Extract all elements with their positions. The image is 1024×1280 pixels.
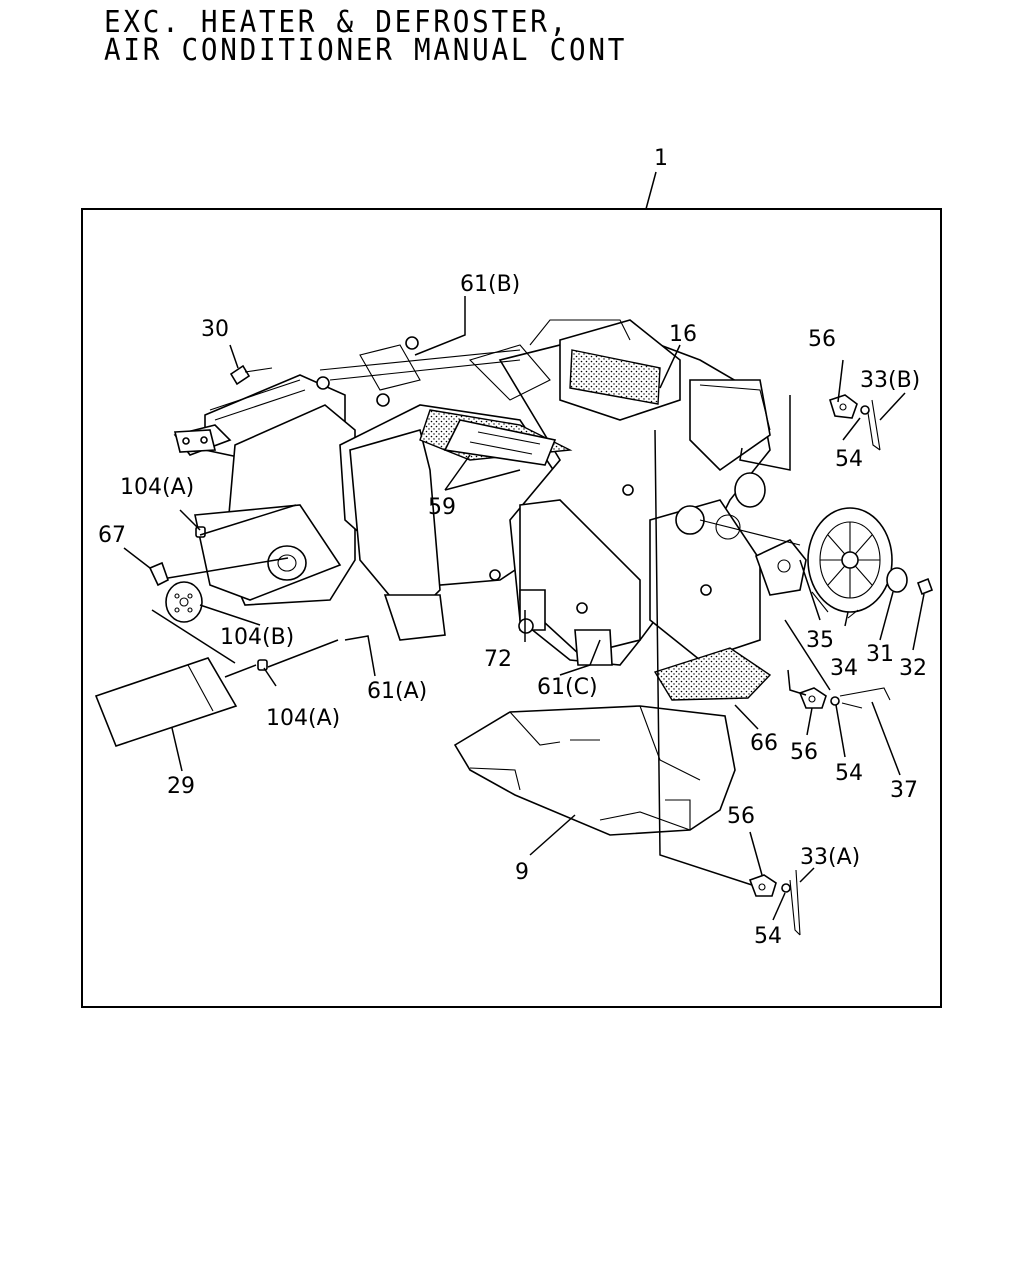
label-31: 31 <box>866 642 894 667</box>
part-31-cap <box>886 567 908 593</box>
assembly-leader <box>645 171 657 210</box>
part-29-cover <box>94 657 238 747</box>
part-16-filter <box>569 349 661 405</box>
label-33a: 33(A) <box>800 845 860 870</box>
label-72: 72 <box>484 647 512 672</box>
part-104b-motor <box>165 581 203 623</box>
part-9-duct <box>453 705 736 836</box>
label-assembly-1: 1 <box>654 146 668 171</box>
label-30: 30 <box>201 317 229 342</box>
label-61b: 61(B) <box>460 272 520 297</box>
part-33a-rod <box>789 869 801 936</box>
label-104a-top: 104(A) <box>120 475 194 500</box>
label-104a-bottom: 104(A) <box>266 706 340 731</box>
label-56-middle: 56 <box>790 740 818 765</box>
label-54-middle: 54 <box>835 761 863 786</box>
label-29: 29 <box>167 774 195 799</box>
part-30-screw <box>229 364 273 386</box>
part-59-filter <box>419 409 573 466</box>
label-66: 66 <box>750 731 778 756</box>
part-54-pin-middle <box>830 696 840 706</box>
label-61a: 61(A) <box>367 679 427 704</box>
part-67-connector <box>148 561 169 587</box>
label-32: 32 <box>899 656 927 681</box>
part-104a-bottom <box>257 659 268 671</box>
label-54-top: 54 <box>835 447 863 472</box>
label-56-top: 56 <box>808 327 836 352</box>
label-61c: 61(C) <box>537 675 598 700</box>
part-33b-rod <box>867 399 881 451</box>
label-67: 67 <box>98 523 126 548</box>
diagram-title-line-2: AIR CONDITIONER MANUAL CONT <box>104 33 628 68</box>
part-66-filter <box>653 647 772 701</box>
part-56-clip-top <box>829 394 858 419</box>
assembly-frame <box>81 208 942 1008</box>
damper-link <box>675 472 801 546</box>
label-104b: 104(B) <box>220 625 294 650</box>
label-34: 34 <box>830 656 858 681</box>
part-56-clip-middle <box>798 687 827 709</box>
label-35: 35 <box>806 628 834 653</box>
part-35-actuator <box>755 539 807 596</box>
leader-lines <box>123 296 925 921</box>
part-37-rod <box>839 687 891 709</box>
label-16: 16 <box>669 322 697 347</box>
label-59: 59 <box>428 495 456 520</box>
part-54-pin-top <box>860 405 870 415</box>
label-56-bottom: 56 <box>727 804 755 829</box>
label-33b: 33(B) <box>860 368 920 393</box>
label-9: 9 <box>515 860 529 885</box>
part-32-screw <box>916 577 934 596</box>
part-54-pin-bottom <box>781 883 791 893</box>
label-37: 37 <box>890 778 918 803</box>
part-34-mode-wheel <box>807 507 893 619</box>
label-54-bottom: 54 <box>754 924 782 949</box>
heater-unit-housing <box>173 319 771 666</box>
part-56-clip-bottom <box>748 874 777 897</box>
diagram-title-line-1: EXC. HEATER & DEFROSTER, <box>104 5 570 40</box>
